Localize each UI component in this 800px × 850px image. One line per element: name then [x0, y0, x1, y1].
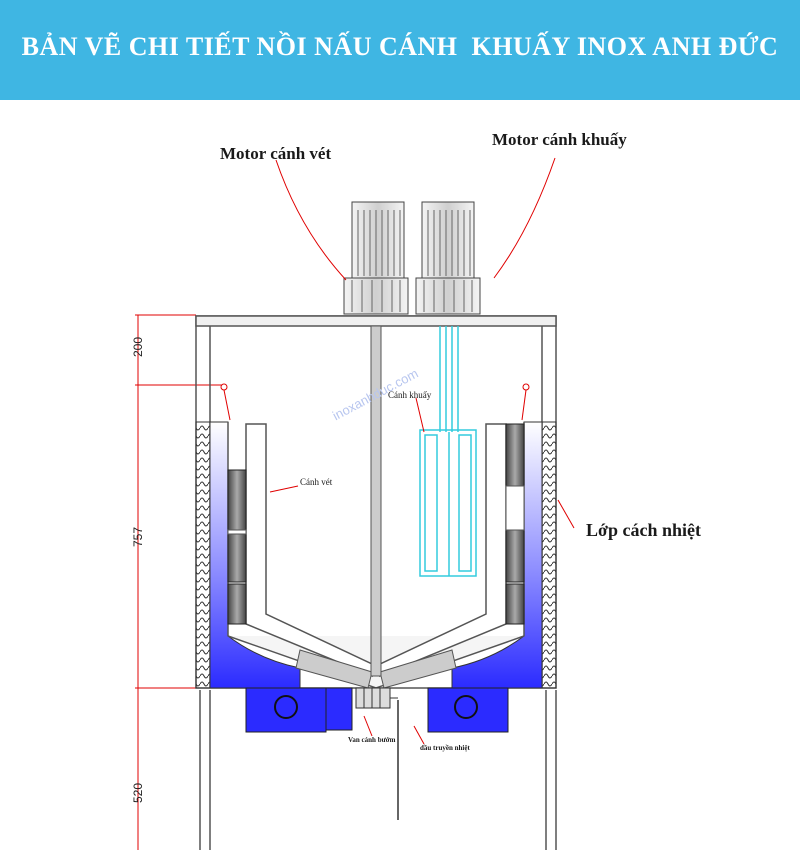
label-insulation: Lớp cách nhiệt [586, 520, 701, 540]
motor-scraper [343, 201, 409, 315]
scraper-pads [227, 423, 525, 625]
bottom-jacket-ports [245, 687, 509, 733]
butterfly-valve [355, 687, 399, 820]
title-banner [0, 0, 800, 100]
label-motor-agitator: Motor cánh khuấy [492, 130, 627, 149]
dimension-top: 200 [131, 336, 145, 358]
support-legs [199, 690, 557, 850]
label-thermal-oil: dầu truyền nhiệt [420, 744, 470, 752]
central-shaft [370, 325, 382, 677]
insulation-left [195, 421, 211, 689]
insulation-right [541, 421, 557, 689]
page-title: BẢN VẼ CHI TIẾT NỒI NẤU CÁNH KHUẤY INOX … [21, 32, 779, 61]
leader-lines [223, 157, 575, 745]
label-agitator-blade: Cánh khuấy [388, 390, 432, 400]
dimension-lines [135, 314, 530, 850]
label-motor-scraper: Motor cánh vét [220, 144, 332, 163]
label-scraper-blade: Cánh vét [300, 477, 333, 487]
agitator-blade [419, 326, 477, 577]
motor-agitator [415, 201, 481, 315]
dimension-legs: 520 [131, 782, 145, 804]
dimension-body: 757 [131, 526, 145, 548]
label-valve: Van cánh bướm [348, 736, 396, 744]
